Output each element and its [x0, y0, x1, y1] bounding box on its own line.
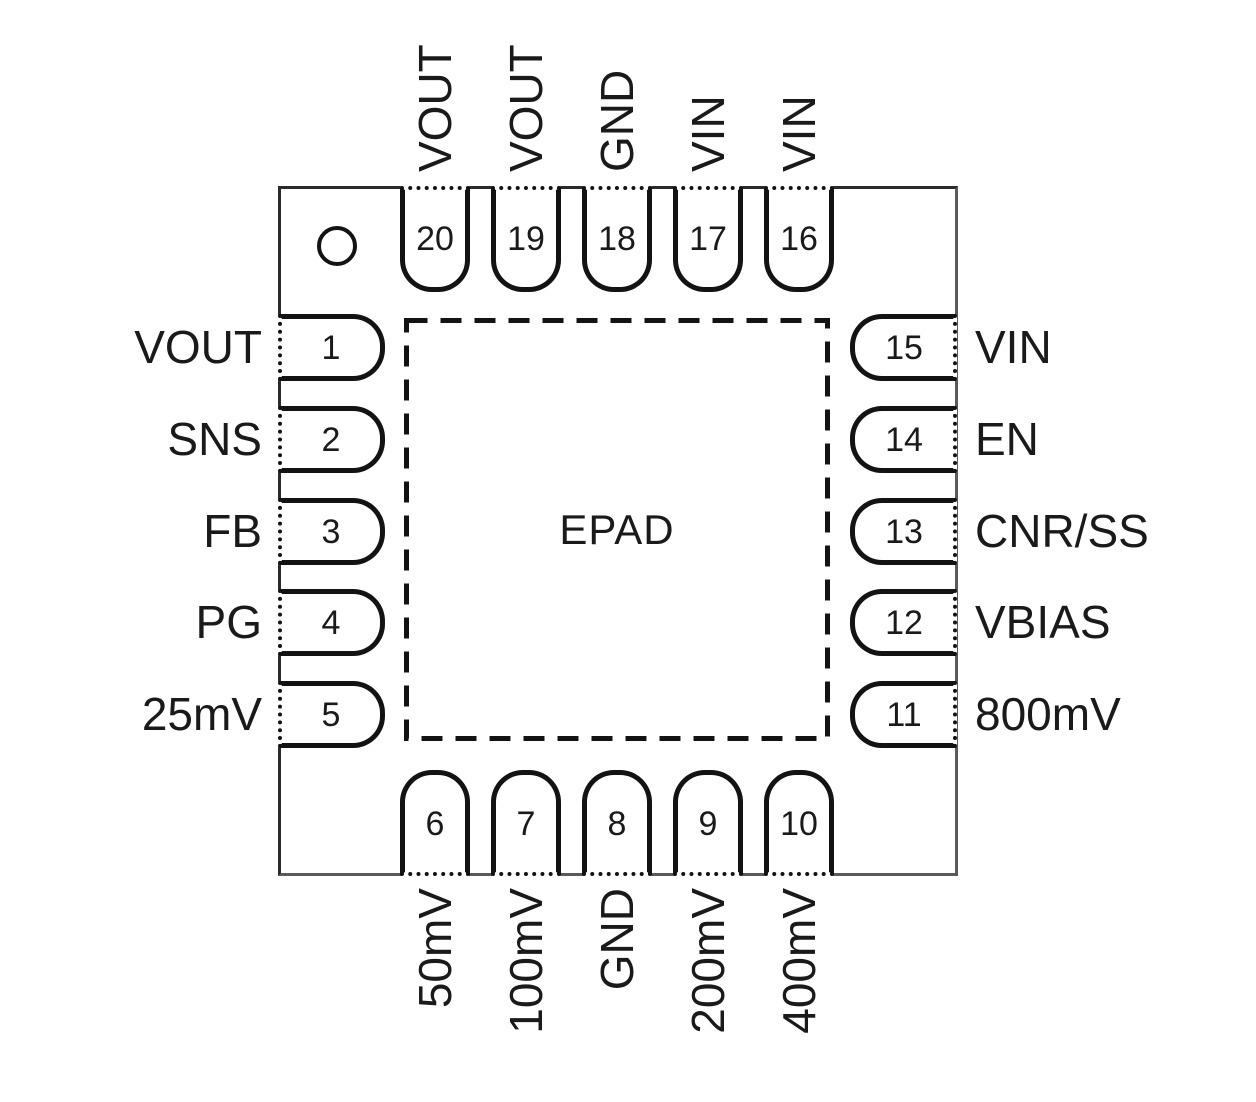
pin-5-number: 5 [321, 695, 341, 734]
pin-3: 3 [278, 498, 385, 565]
pin-14: 14 [850, 406, 957, 473]
pin-11: 11 [850, 681, 957, 748]
pin-12-label: VBIAS [975, 596, 1111, 648]
pin-20-label: VOUT [409, 44, 461, 172]
pin-20-number: 20 [416, 219, 454, 258]
pin-6-label: 50mV [409, 888, 461, 1009]
pin-8-label: GND [591, 888, 643, 991]
pin-2-number: 2 [321, 420, 341, 459]
pin-10-label: 400mV [773, 888, 825, 1034]
pin-6-number: 6 [425, 804, 445, 843]
pin-14-number: 14 [885, 420, 923, 459]
pin-12: 12 [850, 589, 957, 656]
pin-19: 19 [491, 186, 561, 292]
pin-12-number: 12 [885, 603, 923, 642]
pin-13: 13 [850, 498, 957, 565]
pin-16-label: VIN [773, 95, 825, 172]
pin-17-number: 17 [689, 219, 727, 258]
pin-16: 16 [764, 186, 834, 292]
pin-19-number: 19 [507, 219, 545, 258]
pin-20: 20 [400, 186, 470, 292]
pin-18-number: 18 [598, 219, 636, 258]
pin-1-label: VOUT [134, 321, 262, 373]
pin-6: 6 [400, 770, 470, 876]
pin-3-label: FB [203, 505, 262, 557]
pin-4-number: 4 [321, 603, 341, 642]
pin-17-label: VIN [682, 95, 734, 172]
epad-dashed-outline [404, 318, 830, 741]
pin-13-number: 13 [885, 512, 923, 551]
pin-16-number: 16 [780, 219, 818, 258]
pin-7: 7 [491, 770, 561, 876]
pin-15-number: 15 [885, 328, 923, 367]
pin-9: 9 [673, 770, 743, 876]
pin-9-number: 9 [698, 804, 718, 843]
pin-5-label: 25mV [141, 688, 262, 740]
pin-5: 5 [278, 681, 385, 748]
pin-2: 2 [278, 406, 385, 473]
pin-7-number: 7 [516, 804, 536, 843]
pin-18-label: GND [591, 69, 643, 172]
pin-15-label: VIN [975, 321, 1052, 373]
pin-7-label: 100mV [500, 888, 552, 1034]
pin-8: 8 [582, 770, 652, 876]
pin-19-label: VOUT [500, 44, 552, 172]
pin-17: 17 [673, 186, 743, 292]
pin-3-number: 3 [321, 512, 341, 551]
pin-8-number: 8 [607, 804, 627, 843]
pin-13-label: CNR/SS [975, 505, 1149, 557]
pin-4-label: PG [195, 596, 262, 648]
pin-1-number: 1 [321, 328, 341, 367]
pin-2-label: SNS [167, 413, 262, 465]
pin-18: 18 [582, 186, 652, 292]
pin-11-label: 800mV [975, 688, 1121, 740]
pin-1: 1 [278, 314, 385, 381]
pin-10: 10 [764, 770, 834, 876]
pin-10-number: 10 [780, 804, 818, 843]
pin-4: 4 [278, 589, 385, 656]
pin-15: 15 [850, 314, 957, 381]
package-outline [278, 186, 958, 876]
pin-14-label: EN [975, 413, 1039, 465]
pin1-index-circle [317, 226, 357, 266]
pin-9-label: 200mV [682, 888, 734, 1034]
pin-11-number: 11 [886, 695, 922, 734]
epad-label: EPAD [559, 505, 675, 553]
